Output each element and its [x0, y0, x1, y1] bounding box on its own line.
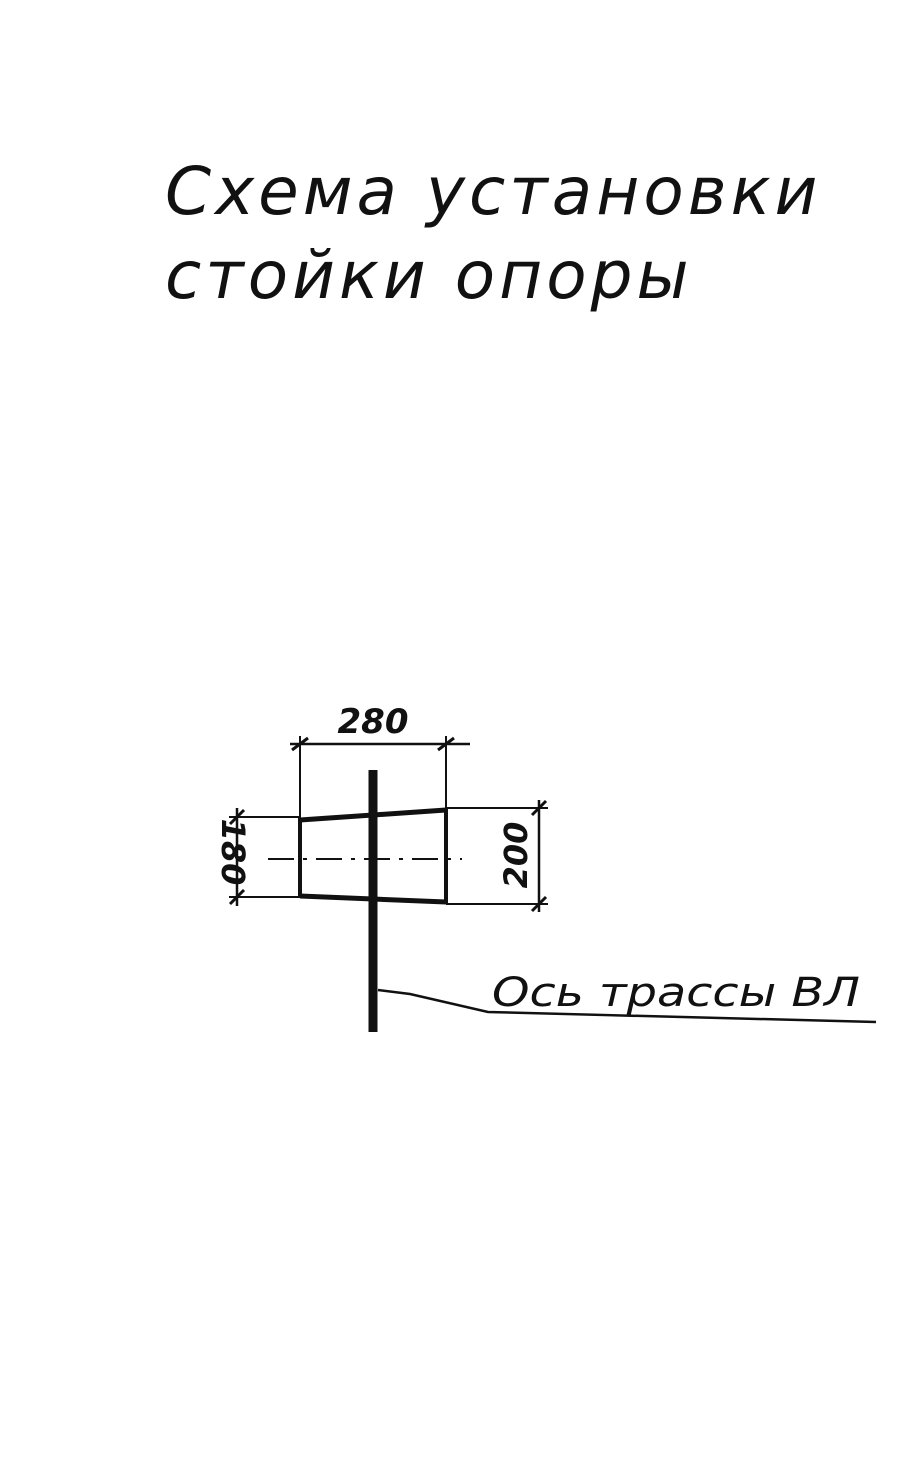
dim-left-tick-bottom — [228, 888, 246, 906]
dim-right-tick-top — [530, 799, 548, 817]
dim-height-right-label: 200 — [497, 822, 535, 889]
dimension-height-left — [228, 808, 300, 906]
dimension-width-top — [290, 736, 470, 820]
title-line-1: Схема установки — [165, 153, 822, 230]
drawing-title: Схема установки стойки опоры — [165, 150, 822, 318]
dim-height-left-label: 180 — [214, 819, 252, 886]
dim-right-tick-bottom — [530, 895, 548, 913]
dimension-height-right — [446, 799, 548, 913]
axis-leader-line — [377, 988, 877, 1024]
axis-label: Ось трассы ВЛ — [492, 970, 860, 1016]
dim-top-tick-right — [437, 736, 455, 752]
dim-width-top-label: 280 — [338, 702, 409, 742]
dim-top-tick-left — [291, 736, 309, 752]
dim-left-tick-top — [228, 808, 246, 826]
title-line-2: стойки опоры — [165, 237, 693, 314]
